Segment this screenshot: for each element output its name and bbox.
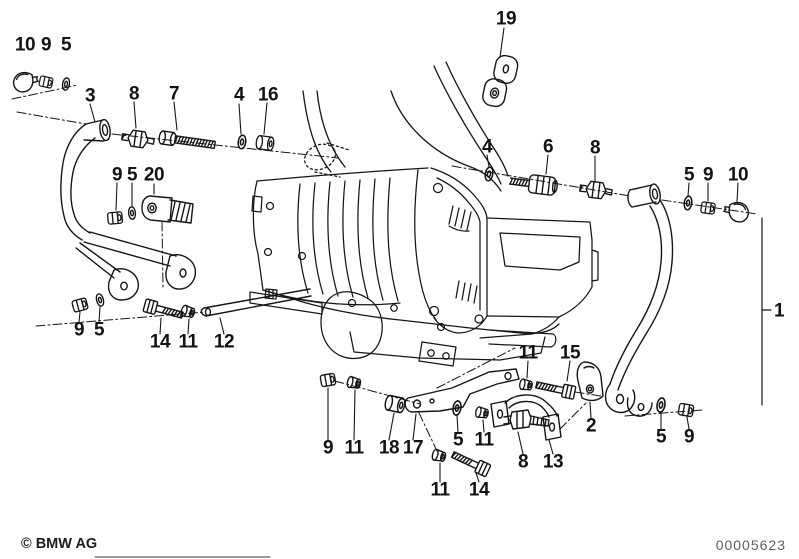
right-crash-bar	[604, 183, 674, 417]
callout-5-bottomright: 5	[655, 426, 667, 448]
left-crash-bar	[60, 118, 197, 301]
callout-7-rod: 7	[168, 83, 180, 105]
callout-14-bottom: 14	[468, 479, 490, 501]
callout-10-topright: 10	[727, 164, 749, 186]
callout-9-topright: 9	[702, 164, 714, 186]
nut-9-bottomleft	[70, 296, 90, 314]
bracket-17	[404, 368, 520, 413]
nut-9-topleft	[38, 75, 54, 89]
callout-9-bottomright: 9	[683, 426, 695, 448]
callout-19-bracket: 19	[495, 8, 517, 30]
callout-11-left: 11	[178, 331, 198, 353]
hardware-parts	[11, 54, 751, 478]
callout-11-mid: 11	[474, 429, 494, 451]
reference-bracket-1	[761, 217, 772, 406]
callout-6-sleeve: 6	[542, 136, 554, 158]
callout-8-right: 8	[589, 137, 601, 159]
clamp-13	[490, 394, 562, 441]
washer-11-bottom	[430, 448, 448, 464]
plate-20	[141, 195, 194, 224]
callout-17-bracket: 17	[402, 437, 424, 459]
leader-lines	[78, 27, 739, 483]
callout-15-bolt: 15	[559, 342, 581, 364]
assembly-axis-lines	[11, 84, 758, 452]
callout-11-bottommid: 11	[344, 437, 364, 459]
threaded-rod-7	[157, 129, 217, 153]
callout-11-topmid: 11	[518, 342, 538, 364]
callout-9-bottomleft: 9	[73, 319, 85, 341]
callout-5-topleft: 5	[60, 34, 72, 56]
bolt-14-left	[142, 298, 185, 323]
callout-20-plate: 20	[143, 164, 165, 186]
washer-5-mid	[127, 205, 137, 221]
stud-8-bottom	[503, 409, 550, 430]
callout-8-stud: 8	[517, 451, 529, 473]
callout-5-bottommid: 5	[452, 429, 464, 451]
bolt-15	[534, 377, 577, 401]
callout-10-topleft: 10	[14, 34, 36, 56]
callout-13-clamp: 13	[542, 451, 564, 473]
bolt-14-bottom	[449, 447, 492, 478]
callout-14-left: 14	[149, 331, 171, 353]
bracket-19	[482, 54, 519, 108]
callout-12-stay: 12	[213, 331, 235, 353]
engine-block	[249, 167, 599, 367]
bushing-18	[383, 394, 407, 414]
callout-9-bottommid: 9	[322, 437, 334, 459]
plate-2	[576, 361, 604, 402]
cap-10-left	[11, 69, 41, 95]
cap-10-right	[721, 199, 751, 225]
callout-5-topright: 5	[683, 164, 695, 186]
frame-tubes	[302, 61, 509, 192]
callout-1-assembly: 1	[773, 300, 785, 322]
nut-8-left	[120, 128, 156, 150]
washer-5-bottomright	[655, 396, 667, 414]
nut-11-topmid	[518, 377, 534, 392]
callout-2-plate: 2	[585, 415, 597, 437]
washer-5-bottomleft	[94, 292, 106, 308]
sleeve-6	[508, 171, 559, 197]
callout-4-left: 4	[233, 84, 245, 106]
image-number: 00005623	[715, 537, 786, 553]
nut-9-bottommid	[319, 372, 337, 388]
copyright-text: © BMW AG	[21, 536, 98, 552]
callout-4-right: 4	[481, 136, 493, 158]
nut-9-bottomright	[677, 402, 695, 418]
nut-8-right	[578, 179, 614, 201]
callout-5-bottomleft: 5	[93, 319, 105, 341]
washer-4-right	[483, 165, 495, 183]
callout-16-bushing: 16	[257, 84, 279, 106]
callout-5-mid: 5	[126, 164, 138, 186]
nut-11-bottommid	[474, 405, 490, 420]
callout-18-bushing: 18	[378, 437, 400, 459]
nut-9-mid	[106, 211, 124, 225]
callout-9-mid: 9	[111, 164, 123, 186]
callout-8-left: 8	[128, 83, 140, 105]
callout-3-leftbar: 3	[84, 85, 96, 107]
callout-9-topleft: 9	[40, 34, 52, 56]
callout-11-bottom: 11	[430, 479, 450, 501]
bushing-16	[254, 134, 276, 152]
